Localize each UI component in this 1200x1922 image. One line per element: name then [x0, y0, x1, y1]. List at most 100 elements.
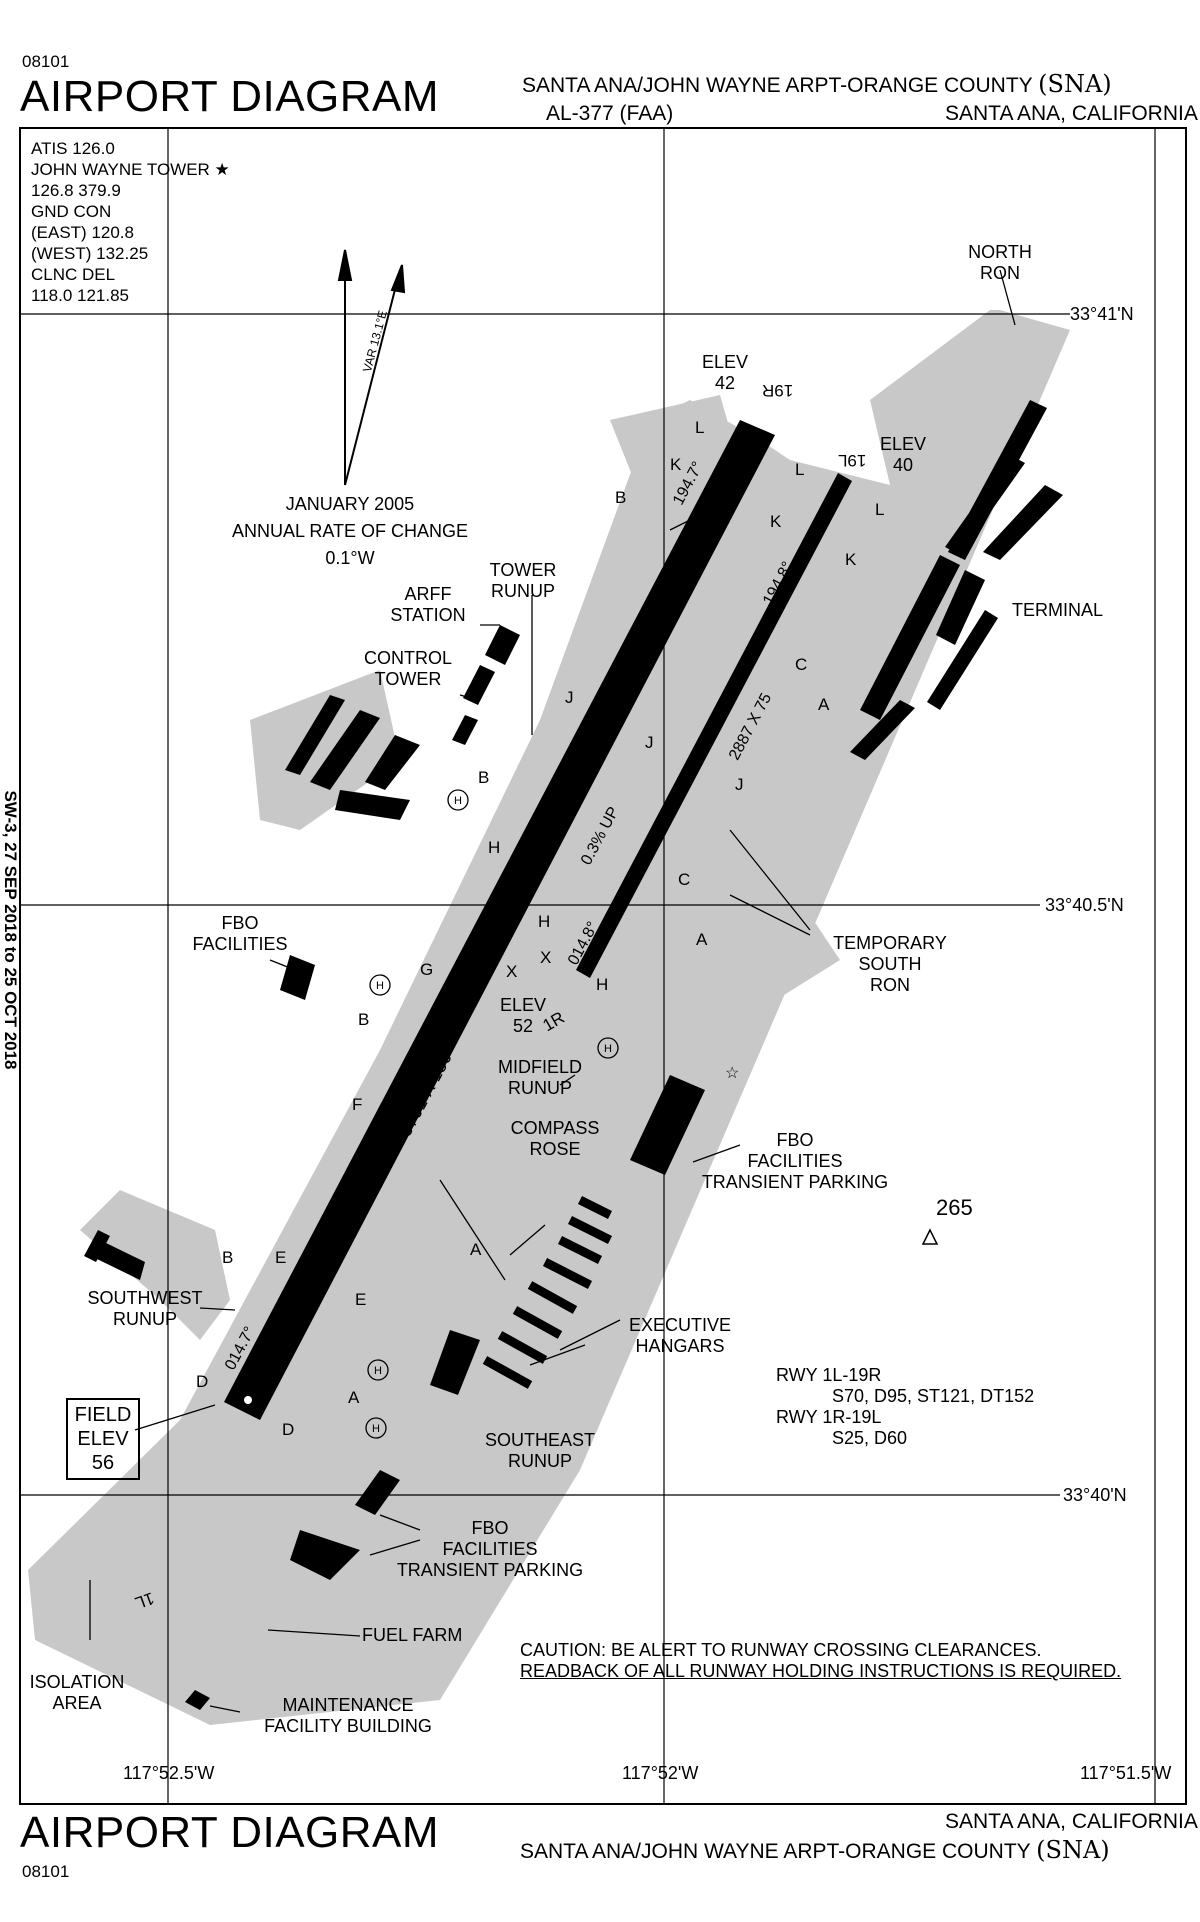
frequency-list: ATIS 126.0 JOHN WAYNE TOWER ★ 126.8 379.…: [31, 138, 230, 306]
freq-tower-values: 126.8 379.9: [31, 181, 121, 200]
airport-id-b: (SNA): [1036, 1836, 1110, 1864]
twy-A-4: A: [348, 1388, 360, 1407]
freq-atis: ATIS 126.0: [31, 139, 115, 158]
fuel-farm-label: FUEL FARM: [362, 1625, 463, 1645]
caution-line-2: READBACK OF ALL RUNWAY HOLDING INSTRUCTI…: [520, 1661, 1122, 1681]
southeast-runup-label: SOUTHEAST RUNUP: [484, 1430, 595, 1471]
north-arrows: [337, 249, 406, 486]
twy-X-1: X: [506, 962, 518, 981]
title-bottom: AIRPORT DIAGRAM: [20, 1808, 440, 1857]
airport-name-bottom: SANTA ANA/JOHN WAYNE ARPT-ORANGE COUNTY …: [520, 1836, 1110, 1864]
freq-gnd-east: (EAST) 120.8: [31, 223, 134, 242]
twy-B-3: B: [358, 1010, 370, 1029]
helipad-labels: H H H H H: [372, 795, 612, 1435]
twy-E-2: E: [355, 1290, 367, 1309]
buildings: [84, 400, 1063, 1710]
svg-text:H: H: [604, 1043, 612, 1055]
airport-name: SANTA ANA/JOHN WAYNE ARPT-ORANGE COUNTY: [522, 74, 1033, 97]
twy-B-4: B: [222, 1248, 234, 1267]
svg-text:H: H: [454, 795, 462, 807]
airport-id: (SNA): [1038, 70, 1112, 98]
svg-text:H: H: [374, 1365, 382, 1377]
rwy-info-2-name: RWY 1R-19L: [776, 1407, 882, 1427]
rwy-info-1: RWY 1L-19R: [776, 1365, 1034, 1386]
twy-L-2: L: [795, 460, 805, 479]
runway-1L-19R: [224, 420, 775, 1420]
caution-note: CAUTION: BE ALERT TO RUNWAY CROSSING CLE…: [520, 1640, 1121, 1682]
obstruction-star: ☆: [725, 1065, 739, 1082]
twy-G: G: [420, 960, 434, 979]
midfield-runup-label: MIDFIELD RUNUP: [497, 1057, 582, 1098]
lon-left: 117°52.5'W: [123, 1763, 215, 1783]
twy-C-1: C: [795, 655, 808, 674]
twy-H-1: H: [488, 838, 501, 857]
grid-lines: [20, 128, 1156, 1804]
twy-J-2: J: [645, 733, 654, 752]
twy-E-1: E: [275, 1248, 287, 1267]
lon-mid: 117°52'W: [622, 1763, 699, 1783]
twy-H-2: H: [538, 912, 551, 931]
rwy-19R-label: 19R: [762, 381, 794, 400]
lat-bottom: 33°40'N: [1063, 1485, 1127, 1505]
lon-right: 117°51.5'W: [1080, 1763, 1172, 1783]
arff-label: ARFF STATION: [390, 584, 466, 625]
twy-X-2: X: [540, 948, 552, 967]
fbo-west-label: FBO FACILITIES: [192, 913, 288, 954]
twy-A-1: A: [818, 695, 830, 714]
twy-K-2: K: [770, 512, 782, 531]
rwy-info-1-strength: S70, D95, ST121, DT152: [832, 1386, 1035, 1406]
temp-south-ron-label: TEMPORARY SOUTH RON: [833, 933, 947, 995]
executive-hangars-bldg: [482, 1195, 613, 1389]
freq-clnc: CLNC DEL: [31, 265, 116, 284]
caution-line-1: CAUTION: BE ALERT TO RUNWAY CROSSING CLE…: [520, 1640, 1042, 1660]
svg-text:H: H: [376, 980, 384, 992]
tower-runup-label: TOWER RUNUP: [489, 560, 557, 601]
leader-lines: [89, 269, 1016, 1713]
twy-D-1: D: [196, 1372, 209, 1391]
twy-B-north: B: [615, 488, 627, 507]
twy-L-3: L: [875, 500, 885, 519]
variation-date: JANUARY 2005: [285, 494, 415, 514]
runway-end-dot: [244, 1396, 252, 1404]
isolation-area-label: ISOLATION AREA: [29, 1672, 125, 1713]
obstacle-symbol: [921, 1228, 939, 1245]
procedure-id: AL-377 (FAA): [546, 102, 674, 125]
twy-J-3: J: [735, 775, 744, 794]
twy-L-1: L: [695, 418, 705, 437]
city-bottom: SANTA ANA, CALIFORNIA: [945, 1810, 1198, 1833]
title-top: AIRPORT DIAGRAM: [20, 72, 440, 121]
freq-clnc-values: 118.0 121.85: [31, 286, 129, 305]
elev-south-small: ELEV 52: [499, 995, 547, 1036]
rwy-19L-label: 19L: [838, 451, 867, 470]
diagram-frame: [19, 127, 1187, 1805]
twy-H-3: H: [596, 975, 609, 994]
twy-D-2: D: [282, 1420, 295, 1439]
maintenance-label: MAINTENANCE FACILITY BUILDING: [264, 1695, 432, 1736]
variation-rate: 0.1°W: [325, 548, 375, 568]
airport-name-top: SANTA ANA/JOHN WAYNE ARPT-ORANGE COUNTY …: [522, 70, 1112, 98]
elev-north-small: ELEV 40: [879, 434, 927, 475]
helipads: [365, 789, 619, 1439]
twy-F: F: [352, 1095, 363, 1114]
chart-id-bottom: 08101: [22, 1862, 70, 1881]
freq-gnd: GND CON: [31, 202, 112, 221]
pavement: [28, 310, 1070, 1725]
runway-1R-19L: [576, 473, 852, 978]
twy-J-1: J: [565, 688, 574, 707]
north-ron-label: NORTH RON: [968, 242, 1032, 283]
twy-K-1: K: [670, 455, 682, 474]
twy-A-3: A: [470, 1240, 482, 1259]
control-tower-label: CONTROL TOWER: [363, 648, 452, 689]
twy-A-2: A: [696, 930, 708, 949]
city-top: SANTA ANA, CALIFORNIA: [945, 102, 1198, 125]
lat-mid: 33°40.5'N: [1045, 895, 1124, 915]
rwy-info-1-name: RWY 1L-19R: [776, 1365, 882, 1385]
field-elev-box: FIELD ELEV 56: [66, 1398, 140, 1480]
spot-elevation: 265: [936, 1195, 973, 1220]
executive-hangars-label: EXECUTIVE HANGARS: [628, 1315, 732, 1356]
fbo-east-label: FBO FACILITIES TRANSIENT PARKING: [701, 1130, 889, 1192]
twy-B-2: B: [478, 768, 490, 787]
compass-rose-label: COMPASS ROSE: [510, 1118, 600, 1159]
freq-gnd-west: (WEST) 132.25: [31, 244, 149, 263]
